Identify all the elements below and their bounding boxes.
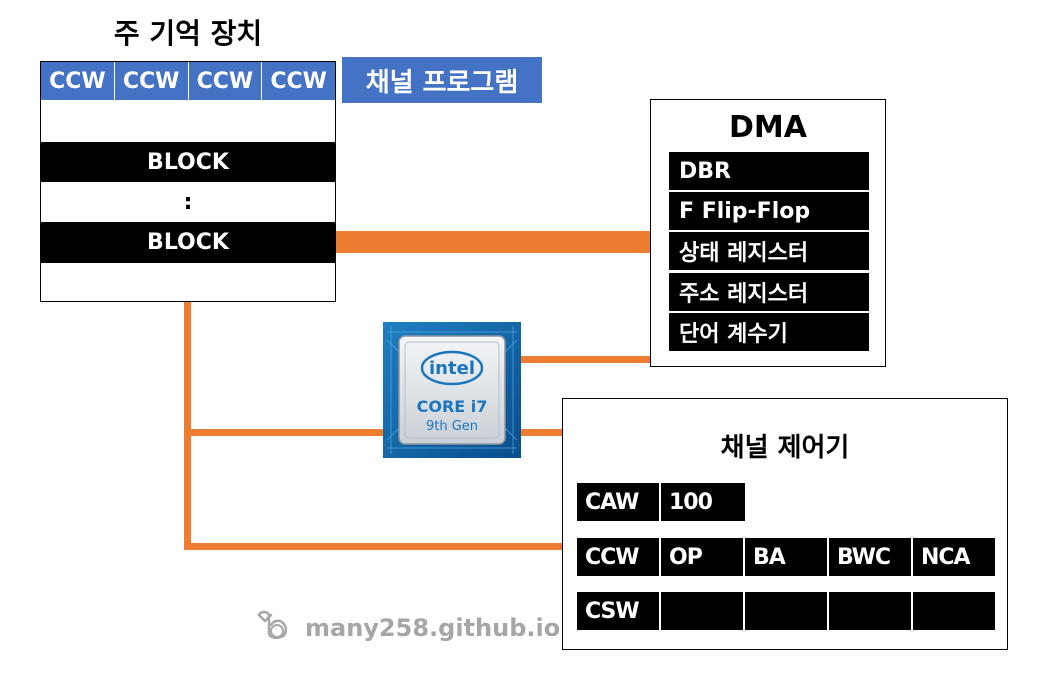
- memory-block: BLOCK: [41, 142, 335, 182]
- ccw-label: CCW: [577, 538, 659, 576]
- memory-row-empty: [41, 263, 335, 301]
- connector-memory-bus-vertical: [184, 302, 191, 550]
- connector-memory-dma: [336, 231, 650, 253]
- whale-logo-icon: [255, 607, 291, 649]
- memory-ellipsis: :: [41, 182, 335, 222]
- dma-register: F Flip-Flop: [669, 192, 869, 230]
- csw-field: [913, 592, 995, 630]
- dma-box: DMA DBR F Flip-Flop 상태 레지스터 주소 레지스터 단어 계…: [650, 99, 886, 367]
- cpu-model: CORE i7: [417, 397, 488, 416]
- ccw-field-nca: NCA: [913, 538, 995, 576]
- channel-controller-box: 채널 제어기 CAW 100 CCW OP BA BWC NCA CSW: [562, 398, 1008, 650]
- ccw-cell: CCW: [114, 62, 189, 100]
- dma-register: 상태 레지스터: [669, 232, 869, 270]
- ccw-cell: CCW: [262, 62, 335, 100]
- dma-register: 단어 계수기: [669, 313, 869, 351]
- cpu-chip-graphic: intel CORE i7 9th Gen: [383, 322, 521, 458]
- csw-field: [661, 592, 743, 630]
- ccw-row: CCW CCW CCW CCW: [41, 62, 335, 100]
- ccw-cell: CCW: [188, 62, 263, 100]
- channel-program-label: 채널 프로그램: [342, 57, 542, 103]
- ccw-field-bwc: BWC: [829, 538, 911, 576]
- csw-label: CSW: [577, 592, 659, 630]
- footer: many258.github.io: [255, 608, 560, 648]
- channel-controller-title: 채널 제어기: [720, 433, 850, 463]
- memory-block: BLOCK: [41, 222, 335, 263]
- main-memory-box: CCW CCW CCW CCW BLOCK : BLOCK: [40, 61, 336, 302]
- dma-register: 주소 레지스터: [669, 273, 869, 311]
- cpu-generation: 9th Gen: [426, 419, 478, 434]
- connector-bus-channel: [184, 543, 562, 550]
- ccw-field-ba: BA: [745, 538, 827, 576]
- caw-value: 100: [661, 483, 745, 521]
- caw-label: CAW: [577, 483, 659, 521]
- connector-cpu-dma: [521, 356, 650, 363]
- cpu-brand: intel: [429, 358, 475, 379]
- connector-bus-cpu: [184, 429, 384, 436]
- memory-row-empty: [41, 100, 335, 142]
- connector-cpu-channel: [521, 429, 562, 436]
- ccw-cell: CCW: [41, 62, 115, 100]
- ccw-field-op: OP: [661, 538, 743, 576]
- csw-field: [829, 592, 911, 630]
- site-url: many258.github.io: [305, 614, 561, 642]
- main-memory-title: 주 기억 장치: [113, 17, 263, 50]
- dma-title: DMA: [729, 110, 807, 145]
- csw-field: [745, 592, 827, 630]
- dma-register: DBR: [669, 152, 869, 190]
- cpu-chip-icon: intel CORE i7 9th Gen: [383, 322, 521, 458]
